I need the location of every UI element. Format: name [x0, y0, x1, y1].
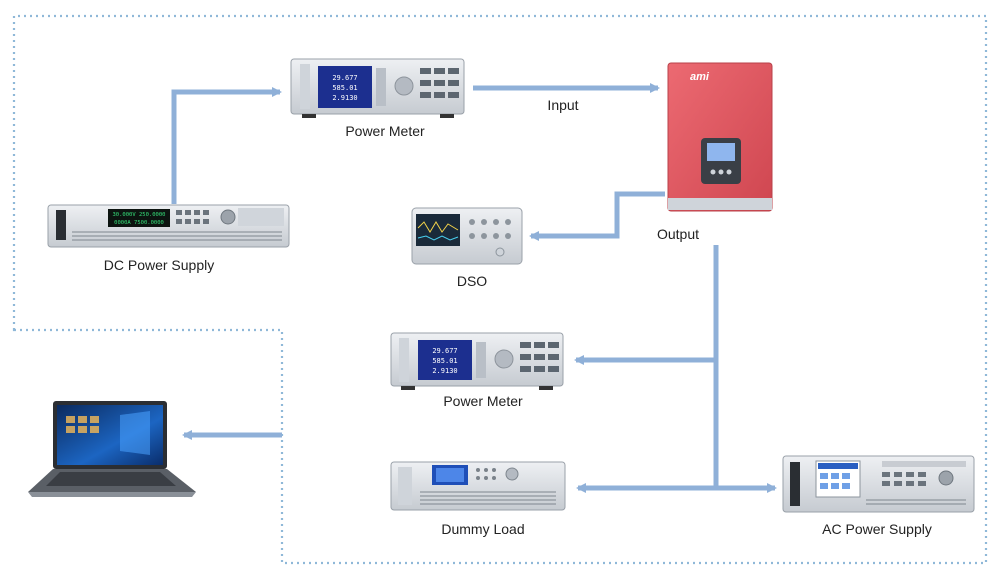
power-meter-top-device: 29.677 585.01 2.9130 [290, 58, 465, 118]
label-input: Input [547, 97, 579, 113]
power-meter-mid-device: 29.677 585.01 2.9130 [390, 332, 564, 390]
label-dc-power-supply: DC Power Supply [103, 257, 215, 273]
inverter-logo: ami [690, 71, 710, 83]
meter-mid-reading-2: 585.01 [432, 357, 457, 365]
label-power-meter-top: Power Meter [345, 123, 425, 139]
inverter-device: ami [667, 62, 773, 212]
dc-display-line-1: 30.000V 250.0000 [113, 212, 166, 218]
label-dummy-load: Dummy Load [441, 521, 525, 537]
label-output: Output [656, 226, 700, 242]
label-ac-power-supply: AC Power Supply [822, 521, 932, 537]
meter-top-reading-3: 2.9130 [332, 94, 357, 102]
connectors [171, 83, 777, 493]
dummy-load-device [390, 461, 566, 511]
ac-power-supply-device [782, 455, 975, 513]
laptop-device [28, 401, 196, 497]
meter-mid-reading-1: 29.677 [432, 347, 457, 355]
dso-device [411, 207, 523, 265]
label-dso: DSO [456, 273, 488, 289]
meter-mid-reading-3: 2.9130 [432, 367, 457, 375]
dc-display-line-2: 0000A 7500.0000 [114, 220, 164, 226]
dc-power-supply-device: 30.000V 250.0000 0000A 7500.0000 [47, 204, 290, 248]
meter-top-reading-1: 29.677 [332, 74, 357, 82]
dotted-boundary [12, 14, 988, 565]
meter-top-reading-2: 585.01 [332, 84, 357, 92]
label-power-meter-mid: Power Meter [443, 393, 523, 409]
dc-to-meter-arrow [171, 87, 282, 204]
inverter-to-dso-arrow [529, 191, 665, 241]
